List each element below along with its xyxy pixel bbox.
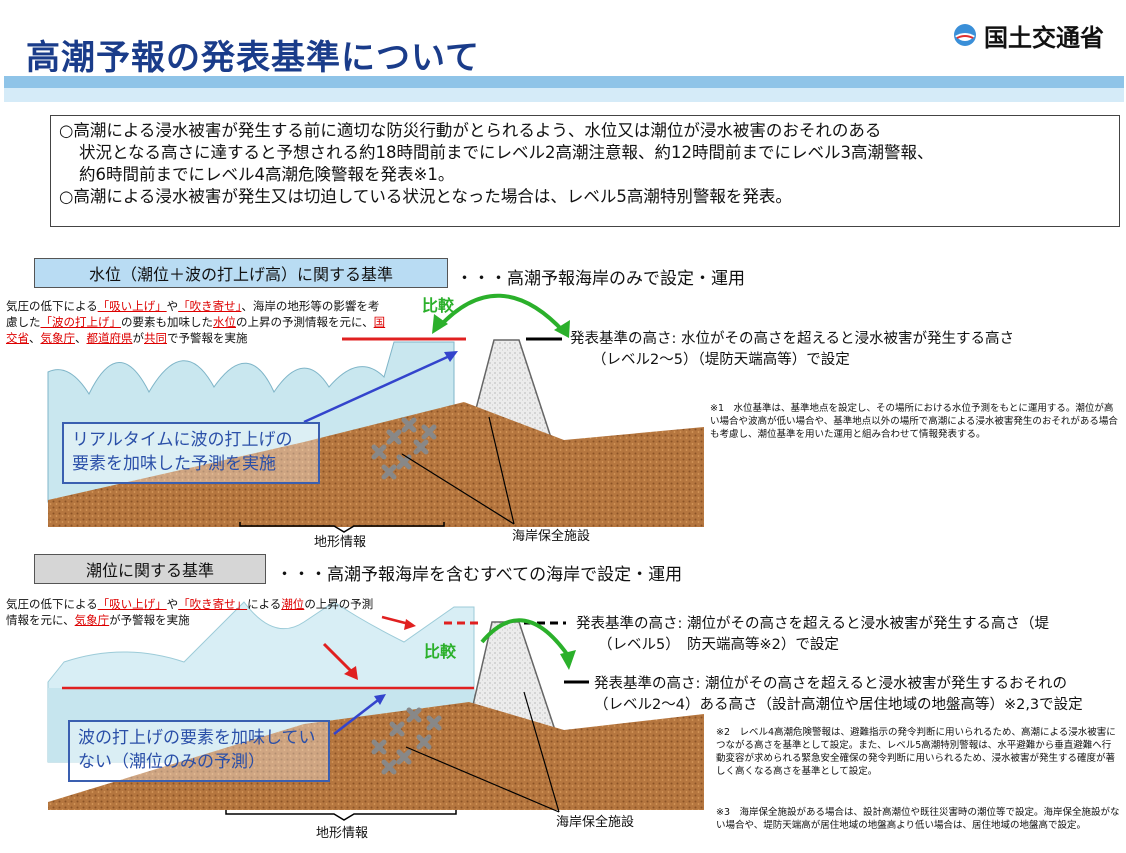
section2-description: 気圧の低下による「吸い上げ」や「吹き寄せ」による潮位の上昇の予測情報を元に、気象… xyxy=(6,596,376,628)
desc-text: による xyxy=(247,597,282,611)
terrain-brace-1 xyxy=(239,522,445,533)
compare-arrowhead-left xyxy=(432,314,448,334)
desc-text: 、海岸の地形等の影響を考慮した xyxy=(6,299,380,329)
box-line: 波の打上げの要素を加味してい xyxy=(78,728,316,748)
criteria-text-level24: 発表基準の高さ: 潮位がその高さを超えると浸水被害が発生するおそれの （レベル2… xyxy=(594,674,1083,716)
footnote-2: ※2 レベル4高潮危険警報は、避難指示の発令判断に用いられるため、高潮による浸水… xyxy=(716,727,1116,777)
terrain-brace-2 xyxy=(225,810,457,821)
desc-keyword: 気象庁 xyxy=(40,331,76,345)
desc-text: 気圧の低下による xyxy=(6,597,98,611)
terrain-label-1: 地形情報 xyxy=(314,535,367,550)
ministry-logo: 国土交通省 xyxy=(952,18,1124,52)
slide: 高潮予報の発表基準について 国土交通省 ○高潮による浸水被害が発生する前に適切な… xyxy=(4,2,1124,851)
pointer-arrow-blue-1 xyxy=(303,352,455,424)
header-band xyxy=(4,76,1124,88)
desc-text: で予警報を実施 xyxy=(167,331,248,345)
summary-line: 約6時間前までにレベル4高潮危険警報を発表※1。 xyxy=(79,165,455,184)
criteria-line: （レベル2～5）（堤防天端高等）で設定 xyxy=(592,352,850,368)
desc-keyword: 共同 xyxy=(144,331,167,345)
compare-arrowhead-right xyxy=(554,320,570,338)
footnote-1: ※1 水位基準は、基準地点を設定し、その場所における水位予測をもとに運用する。潮… xyxy=(710,403,1118,440)
mlit-logo-icon xyxy=(954,24,976,46)
terrain-label-2: 地形情報 xyxy=(316,826,369,841)
desc-text: の要素も加味した xyxy=(121,315,213,329)
desc-keyword: 都道府県 xyxy=(86,331,133,345)
box-line: リアルタイムに波の打上げの xyxy=(72,430,293,450)
summary-line: ○高潮による浸水被害が発生又は切迫している状況となった場合は、レベル5高潮特別警… xyxy=(59,187,792,206)
ground-1 xyxy=(48,402,704,527)
ground-2 xyxy=(48,702,704,810)
pointer-arrowhead-blue-1 xyxy=(444,351,458,362)
compare-arrow-2 xyxy=(480,618,571,659)
desc-keyword: 「吸い上げ」 xyxy=(97,299,167,313)
desc-text: の上昇の予測情報を元に、 xyxy=(236,315,374,329)
pointer-arrowhead-red-2a xyxy=(344,666,358,680)
section2-scope: ・・・高潮予報海岸を含むすべての海岸で設定・運用 xyxy=(276,565,683,585)
summary-line: 状況となる高さに達すると予想される約18時間前までにレベル2高潮注意報、約12時… xyxy=(79,143,934,162)
pointer-arrow-red-2b xyxy=(381,615,410,626)
criteria-line: 発表基準の高さ: 潮位がその高さを超えると浸水被害が発生するおそれの xyxy=(594,676,1068,692)
desc-keyword: 水位 xyxy=(213,315,236,329)
criteria-text-1: 発表基準の高さ: 水位がその高さを超えると浸水被害が発生する高さ （レベル2～5… xyxy=(570,329,1014,371)
facility-leader-2a xyxy=(523,691,560,813)
desc-text: が予警報を実施 xyxy=(109,613,190,627)
diagram2 xyxy=(47,601,704,821)
page-title: 高潮予報の発表基準について xyxy=(26,38,480,78)
summary-box: ○高潮による浸水被害が発生する前に適切な防災行動がとられるよう、水位又は潮位が浸… xyxy=(50,115,1120,227)
facility-leader-2b xyxy=(405,746,560,813)
desc-keyword: 潮位 xyxy=(281,597,305,611)
facility-leader-1a xyxy=(488,416,515,525)
pointer-arrow-blue-2 xyxy=(333,696,383,735)
desc-keyword: 国交省 xyxy=(6,315,386,345)
realtime-prediction-box: リアルタイムに波の打上げの 要素を加味した予測を実施 xyxy=(62,422,320,484)
desc-keyword: 「波の打上げ」 xyxy=(40,315,122,329)
desc-text: の上昇の予測情報を元に、 xyxy=(6,597,374,627)
facility-label-1: 海岸保全施設 xyxy=(512,529,591,544)
desc-text: 気圧の低下による xyxy=(6,299,98,313)
compare-label-1: 比較 xyxy=(422,296,455,315)
pointer-arrowhead-red-2b xyxy=(404,619,416,630)
compare-arrow-1 xyxy=(437,293,566,334)
ministry-name: 国土交通省 xyxy=(984,23,1104,52)
armor-blocks-1 xyxy=(371,417,437,480)
desc-keyword: 「吹き寄せ」 xyxy=(178,299,242,313)
armor-blocks-2 xyxy=(371,707,442,775)
criteria-line: 発表基準の高さ: 水位がその高さを超えると浸水被害が発生する高さ xyxy=(570,331,1015,347)
compare-label-2: 比較 xyxy=(424,642,457,661)
header-band-light xyxy=(4,88,1124,102)
compare-arrowhead-2 xyxy=(560,650,576,670)
section1-scope: ・・・高潮予報海岸のみで設定・運用 xyxy=(456,269,745,289)
criteria-line: 発表基準の高さ: 潮位がその高さを超えると浸水被害が発生する高さ（堤 xyxy=(576,616,1050,632)
summary-line: ○高潮による浸水被害が発生する前に適切な防災行動がとられるよう、水位又は潮位が浸… xyxy=(59,121,882,140)
desc-text: 、 xyxy=(75,331,87,345)
facility-leader-1b xyxy=(401,453,515,525)
pointer-arrow-red-2a xyxy=(322,642,356,676)
box-line: ない（潮位のみの予測） xyxy=(78,752,265,772)
desc-text: や xyxy=(166,299,179,313)
section1-header: 水位（潮位＋波の打上げ高）に関する基準 xyxy=(34,258,448,288)
desc-text: が xyxy=(132,331,145,345)
criteria-text-level5: 発表基準の高さ: 潮位がその高さを超えると浸水被害が発生する高さ（堤 （レベル5… xyxy=(576,614,1049,656)
desc-keyword: 「吹き寄せ」 xyxy=(178,597,248,611)
box-line: 要素を加味した予測を実施 xyxy=(72,454,276,474)
desc-keyword: 「吸い上げ」 xyxy=(97,597,167,611)
section1-description: 気圧の低下による「吸い上げ」や「吹き寄せ」、海岸の地形等の影響を考慮した「波の打… xyxy=(6,298,386,346)
facility-label-2: 海岸保全施設 xyxy=(556,815,635,830)
criteria-line: （レベル2～4）ある高さ（設計高潮位や居住地域の地盤高等）※2,3で設定 xyxy=(594,697,1083,713)
desc-text: や xyxy=(166,597,179,611)
footnote-3: ※3 海岸保全施設がある場合は、設計高潮位や既往災害時の潮位等で設定。海岸保全施… xyxy=(716,807,1120,831)
desc-keyword: 気象庁 xyxy=(74,613,110,627)
section2-header: 潮位に関する基準 xyxy=(34,554,266,584)
desc-text: 、 xyxy=(29,331,41,345)
criteria-line: （レベル5） 防天端高等※2）で設定 xyxy=(598,637,839,653)
tide-only-prediction-box: 波の打上げの要素を加味してい ない（潮位のみの予測） xyxy=(68,720,330,782)
pointer-arrowhead-blue-2 xyxy=(374,694,386,705)
